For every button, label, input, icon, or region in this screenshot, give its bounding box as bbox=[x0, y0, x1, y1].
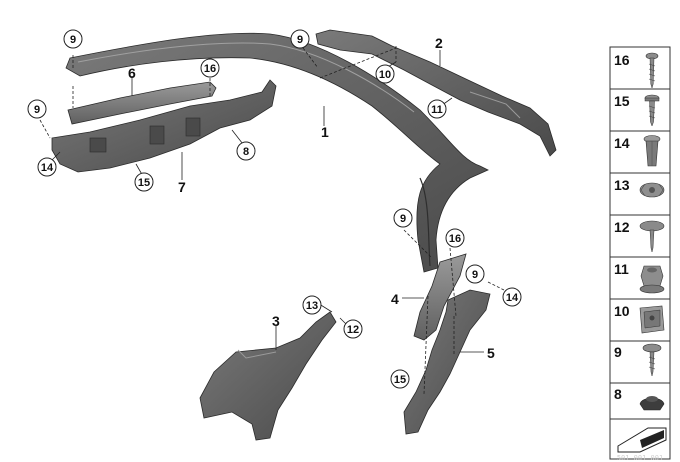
part-3-lower-panel bbox=[199, 311, 337, 441]
svg-text:9: 9 bbox=[472, 269, 478, 281]
expansion-nut-14-icon bbox=[643, 135, 661, 167]
leader-lines bbox=[39, 46, 505, 395]
part-labels: 1 2 3 4 5 6 7 bbox=[128, 35, 495, 361]
legend-num-11: 11 bbox=[614, 261, 629, 277]
legend-num-9: 9 bbox=[614, 344, 622, 360]
callout-9-e: 9 bbox=[465, 264, 485, 284]
legend-num-8: 8 bbox=[614, 386, 622, 402]
screw-16-icon bbox=[645, 52, 659, 89]
callout-14-a: 14 bbox=[37, 157, 57, 177]
part-label-7: 7 bbox=[178, 179, 186, 195]
part-label-6: 6 bbox=[128, 65, 136, 81]
part-label-3: 3 bbox=[272, 313, 280, 329]
callout-8: 8 bbox=[236, 141, 256, 161]
screw-9-icon bbox=[642, 343, 662, 377]
svg-text:13: 13 bbox=[306, 300, 318, 312]
screw-12-icon bbox=[639, 220, 665, 253]
callout-9-b: 9 bbox=[290, 29, 310, 49]
callout-9-c: 9 bbox=[27, 99, 47, 119]
wedge-arrow-icon bbox=[617, 427, 667, 453]
svg-text:9: 9 bbox=[34, 104, 40, 116]
svg-text:9: 9 bbox=[70, 34, 76, 46]
part-label-2: 2 bbox=[435, 35, 443, 51]
part-1-main-frame bbox=[65, 32, 489, 273]
svg-text:9: 9 bbox=[400, 213, 406, 225]
callout-14-b: 14 bbox=[502, 287, 522, 307]
legend-num-13: 13 bbox=[614, 177, 630, 193]
fastener-legend: 16 15 14 13 12 11 10 9 8 bbox=[609, 46, 671, 460]
svg-text:11: 11 bbox=[431, 104, 443, 116]
clip-13-icon bbox=[639, 182, 665, 198]
callout-11: 11 bbox=[427, 99, 447, 119]
svg-text:15: 15 bbox=[394, 374, 406, 386]
part-label-4: 4 bbox=[391, 291, 399, 307]
legend-cell-15 bbox=[609, 88, 671, 132]
callout-13: 13 bbox=[302, 295, 322, 315]
part-6-upper-left-strip bbox=[67, 81, 217, 125]
part-label-1: 1 bbox=[321, 124, 329, 140]
legend-num-12: 12 bbox=[614, 219, 630, 235]
legend-num-10: 10 bbox=[614, 303, 630, 319]
svg-text:12: 12 bbox=[347, 324, 359, 336]
legend-num-16: 16 bbox=[614, 52, 630, 68]
svg-text:9: 9 bbox=[297, 34, 303, 46]
callout-10: 10 bbox=[375, 64, 395, 84]
svg-text:14: 14 bbox=[41, 162, 54, 174]
part-5-lower-right-bracket bbox=[403, 289, 491, 435]
part-7-left-lower-bracket bbox=[51, 79, 277, 173]
legend-num-14: 14 bbox=[614, 135, 630, 151]
callout-16-b: 16 bbox=[445, 228, 465, 248]
callouts: 9 9 9 9 9 10 11 12 13 14 14 15 15 16 16 … bbox=[27, 29, 522, 389]
legend-cell-16 bbox=[609, 46, 671, 96]
part-2-upper-right-bracket bbox=[315, 29, 557, 157]
svg-text:8: 8 bbox=[243, 146, 249, 158]
callout-15-b: 15 bbox=[390, 369, 410, 389]
part-label-5: 5 bbox=[487, 345, 495, 361]
callout-15-a: 15 bbox=[134, 172, 154, 192]
svg-text:15: 15 bbox=[138, 177, 150, 189]
callout-9-d: 9 bbox=[393, 208, 413, 228]
callout-12: 12 bbox=[343, 319, 363, 339]
callout-16-a: 16 bbox=[200, 58, 220, 78]
hex-nut-11-icon bbox=[639, 265, 665, 294]
callout-9-a: 9 bbox=[63, 29, 83, 49]
push-clip-8-icon bbox=[639, 396, 665, 411]
legend-num-15: 15 bbox=[614, 93, 630, 109]
spring-clip-10-icon bbox=[639, 305, 665, 334]
screw-15-icon bbox=[644, 94, 660, 127]
svg-text:10: 10 bbox=[379, 69, 391, 81]
svg-text:16: 16 bbox=[204, 63, 216, 75]
svg-text:16: 16 bbox=[449, 233, 461, 245]
svg-text:14: 14 bbox=[506, 292, 519, 304]
diagram-code: 501 001 001 bbox=[617, 454, 663, 462]
